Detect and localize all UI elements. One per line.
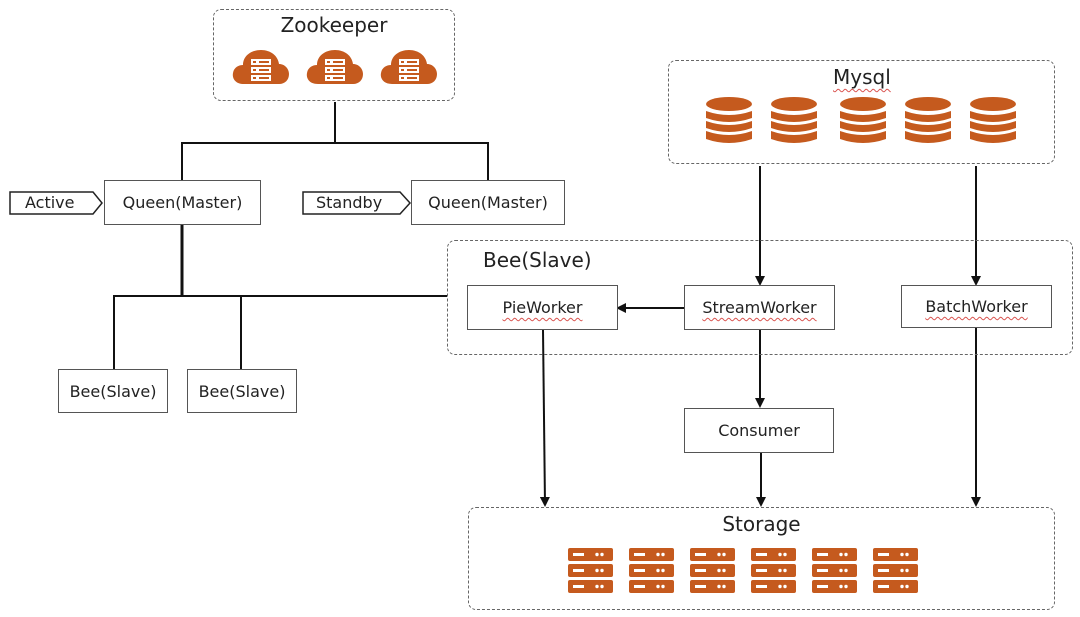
standby-tag: Standby — [302, 191, 412, 215]
mysql-title: Mysql — [833, 65, 891, 89]
storage-group: Storage — [468, 507, 1055, 610]
database-icon — [839, 97, 887, 151]
active-tag: Active — [9, 191, 103, 215]
cloud-server-icon — [232, 48, 290, 90]
stream-worker-label: StreamWorker — [702, 298, 817, 317]
bee-slave-group: Bee(Slave) — [447, 240, 1073, 355]
database-icon — [705, 97, 753, 151]
server-rack-icon — [873, 548, 918, 597]
storage-icons — [568, 548, 918, 597]
stream-worker-node[interactable]: StreamWorker — [684, 285, 835, 330]
batch-worker-node[interactable]: BatchWorker — [901, 285, 1052, 328]
storage-title: Storage — [722, 512, 801, 536]
queen-master-standby[interactable]: Queen(Master) — [411, 180, 565, 225]
zookeeper-group: Zookeeper — [213, 9, 455, 101]
mysql-icons — [705, 97, 1017, 151]
database-icon — [904, 97, 952, 151]
pie-worker-label: PieWorker — [502, 298, 583, 317]
database-icon — [770, 97, 818, 151]
server-rack-icon — [629, 548, 674, 597]
consumer-node[interactable]: Consumer — [684, 408, 834, 453]
server-rack-icon — [690, 548, 735, 597]
bee-slave-group-title: Bee(Slave) — [483, 248, 592, 272]
mysql-group: Mysql — [668, 60, 1055, 164]
cloud-server-icon — [306, 48, 364, 90]
bee-slave-node-2[interactable]: Bee(Slave) — [187, 369, 297, 413]
server-rack-icon — [568, 548, 613, 597]
bee-slave-node-1[interactable]: Bee(Slave) — [58, 369, 168, 413]
server-rack-icon — [812, 548, 857, 597]
standby-tag-label: Standby — [316, 193, 383, 212]
zookeeper-icons — [232, 48, 438, 90]
database-icon — [969, 97, 1017, 151]
queen-master-active[interactable]: Queen(Master) — [104, 180, 261, 225]
server-rack-icon — [751, 548, 796, 597]
cloud-server-icon — [380, 48, 438, 90]
batch-worker-label: BatchWorker — [925, 297, 1028, 316]
active-tag-label: Active — [25, 193, 75, 212]
edge-pie-storage — [539, 329, 550, 507]
pie-worker-node[interactable]: PieWorker — [467, 285, 618, 330]
zookeeper-title: Zookeeper — [280, 13, 388, 37]
